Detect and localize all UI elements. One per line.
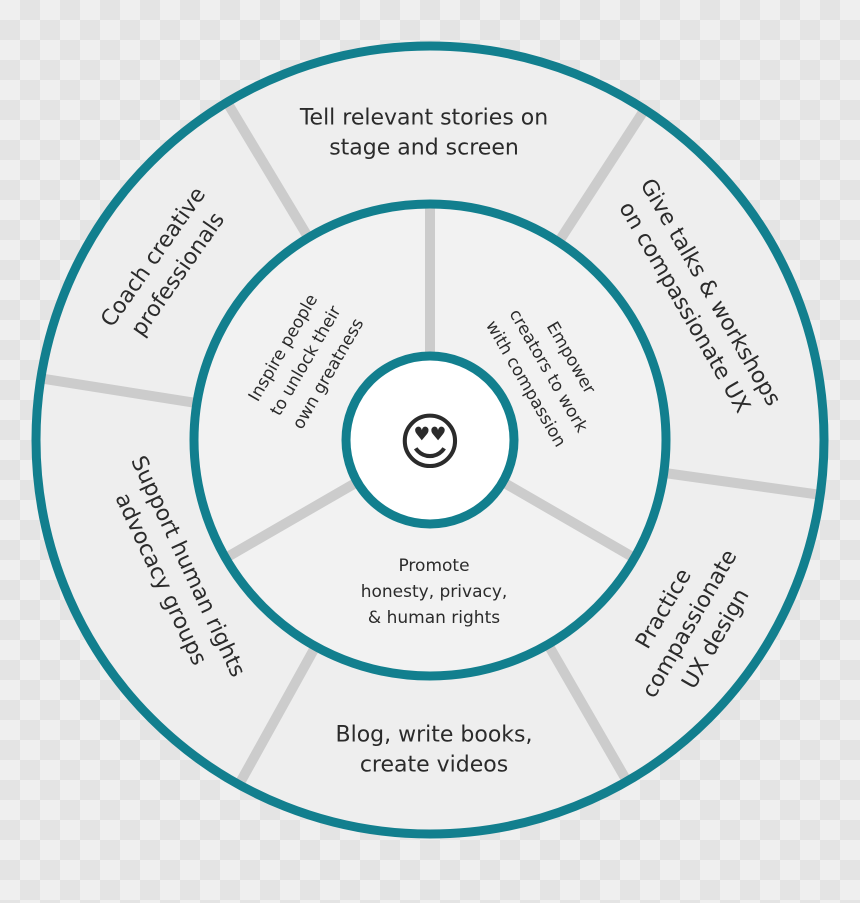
heart-eyes-emoji-icon: 😍: [398, 406, 463, 479]
inner-divider-2: [501, 478, 636, 562]
inner-divider-3: [224, 478, 359, 562]
outer-divider-2: [555, 108, 648, 244]
activity-blog-write-line-1: Blog, write books,: [335, 723, 532, 748]
goal-promote-honesty: Promote honesty, privacy, & human rights: [361, 556, 508, 628]
goal-promote-honesty-line-3: & human rights: [368, 608, 500, 628]
activity-tell-stories-line-1: Tell relevant stories on: [299, 106, 548, 131]
center-ring: [341, 351, 519, 529]
activity-blog-write: Blog, write books, create videos: [335, 723, 532, 778]
activity-tell-stories-line-2: stage and screen: [329, 136, 519, 161]
activity-blog-write-line-2: create videos: [360, 753, 508, 778]
outer-divider-5: [235, 645, 319, 786]
spoke-layer: [42, 101, 819, 786]
outer-divider-4: [544, 643, 631, 782]
center-layer: 😍: [398, 406, 463, 479]
goal-promote-honesty-line-2: honesty, privacy,: [361, 582, 508, 602]
middle-ring: [189, 199, 671, 681]
outer-divider-1: [223, 101, 312, 239]
goal-promote-honesty-line-1: Promote: [398, 556, 469, 576]
outer-ring: [31, 41, 829, 839]
activity-tell-stories: Tell relevant stories on stage and screen: [299, 106, 548, 161]
disc-layer: [36, 46, 824, 834]
center-disc: [346, 356, 514, 524]
outer-divider-6: [42, 373, 196, 408]
ring-layer: [31, 41, 829, 839]
outer-divider-3: [664, 468, 819, 500]
